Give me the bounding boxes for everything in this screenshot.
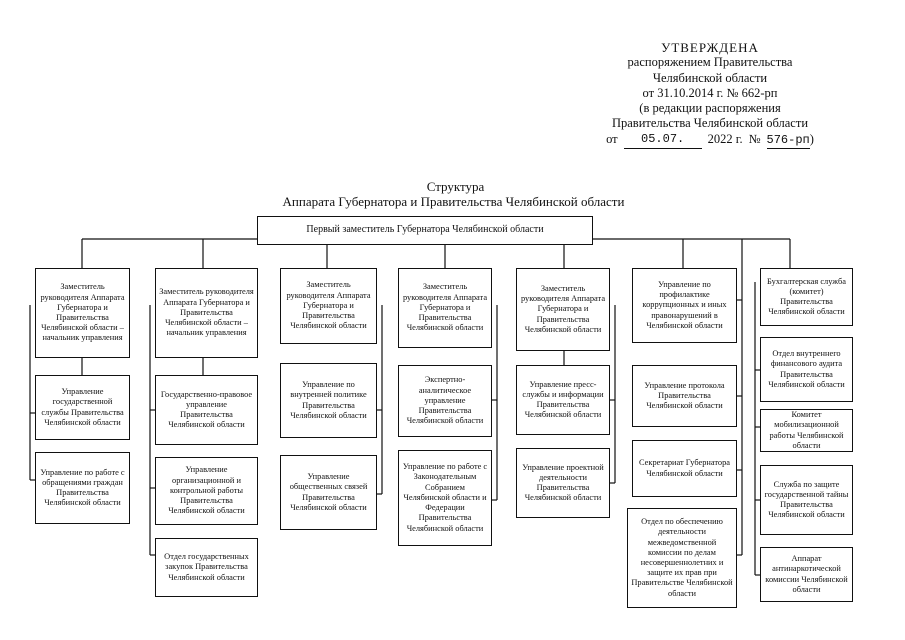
col3-deputy-head-box: Заместитель руководителя Аппарата Губерн… (280, 268, 377, 344)
approval-stamp: УТВЕРЖДЕНА распоряжением Правительства Ч… (560, 40, 860, 150)
approval-year: 2022 г. (707, 131, 743, 146)
minors-commission-division-box: Отдел по обеспечению деятельности межвед… (627, 508, 737, 608)
approval-date-line: от 05.07. 2022 г. № 576-рп) (560, 131, 860, 150)
col5-deputy-head-box: Заместитель руководителя Аппарата Губерн… (516, 268, 610, 351)
first-deputy-governor-box: Первый заместитель Губернатора Челябинск… (257, 216, 593, 245)
approval-line-5: Правительства Челябинской области (611, 116, 809, 131)
organizational-control-department-box: Управление организационной и контрольной… (155, 457, 258, 525)
approval-line-4: (в редакции распоряжения (639, 101, 781, 116)
approval-close-paren: ) (809, 131, 814, 146)
internal-audit-division-box: Отдел внутреннего финансового аудита Пра… (760, 337, 853, 402)
public-relations-department-box: Управление общественных связей Правитель… (280, 455, 377, 530)
approval-title: УТВЕРЖДЕНА (661, 40, 759, 55)
structure-subtitle: Аппарата Губернатора и Правительства Чел… (282, 194, 625, 209)
approval-line-2: Челябинской области (652, 70, 768, 85)
anti-corruption-department-box: Управление по профилактике коррупционных… (632, 268, 737, 343)
approval-line-3: от 31.10.2014 г. № 662-рп (642, 85, 778, 100)
governor-secretariat-box: Секретариат Губернатора Челябинской обла… (632, 440, 737, 497)
structure-title: Структура (426, 179, 485, 194)
legislative-assembly-relations-department-box: Управление по работе с Законодательным С… (398, 450, 492, 546)
accounting-service-box: Бухгалтерская служба (комитет) Правитель… (760, 268, 853, 326)
approval-number: 576-рп (766, 133, 810, 150)
state-service-department-box: Управление государственной службы Правит… (35, 375, 130, 440)
approval-date-prefix: от (606, 131, 618, 146)
project-activity-department-box: Управление проектной деятельности Правит… (516, 448, 610, 518)
press-service-department-box: Управление пресс-службы и информации Пра… (516, 365, 610, 435)
structure-heading: Структура Аппарата Губернатора и Правите… (0, 179, 905, 209)
expert-analytical-department-box: Экспертно-аналитическое управление Прави… (398, 365, 492, 437)
col1-deputy-head-box: Заместитель руководителя Аппарата Губерн… (35, 268, 130, 358)
col4-deputy-head-box: Заместитель руководителя Аппарата Губерн… (398, 268, 492, 348)
mobilization-committee-box: Комитет мобилизационной работы Челябинск… (760, 409, 853, 452)
anti-drug-commission-apparatus-box: Аппарат антинаркотической комиссии Челяб… (760, 547, 853, 602)
procurement-division-box: Отдел государственных закупок Правительс… (155, 538, 258, 597)
col2-deputy-head-box: Заместитель руководителя Аппарата Губерн… (155, 268, 258, 358)
approval-number-prefix: № (748, 131, 761, 146)
internal-policy-department-box: Управление по внутренней политике Правит… (280, 363, 377, 438)
state-secret-protection-service-box: Служба по защите государственной тайны П… (760, 465, 853, 535)
state-legal-department-box: Государственно-правовое управление Прави… (155, 375, 258, 445)
approval-line-1: распоряжением Правительства (627, 55, 793, 70)
citizens-appeals-department-box: Управление по работе с обращениями гражд… (35, 452, 130, 524)
approval-date: 05.07. (623, 132, 702, 150)
protocol-department-box: Управление протокола Правительства Челяб… (632, 365, 737, 427)
